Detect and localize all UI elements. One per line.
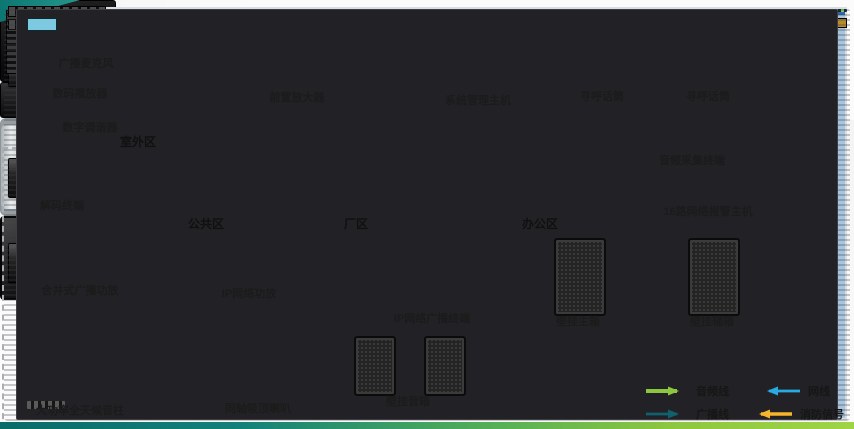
paging-mic-1-label: 寻呼话筒: [580, 91, 624, 103]
legend-item-audio: 音频线: [644, 383, 729, 399]
legend-item-broadcast: 广播线: [644, 406, 729, 422]
zone-factory-label: 厂区: [344, 217, 369, 231]
network-line-arrow-icon: [767, 386, 800, 396]
alarm-host-label: 16路网络报警主机: [663, 206, 753, 218]
wall-speaker-device: [354, 336, 396, 396]
bottom-accent-bar: [0, 422, 854, 429]
broadcast-line-arrow-icon: [646, 409, 679, 419]
system-host-label: 系统管理主机: [445, 95, 511, 107]
decoder-label: 解码终端: [40, 200, 84, 212]
wall-main-speaker-device: [554, 238, 606, 316]
legend-network-label: 网线: [808, 386, 830, 398]
preamplifier-label: 前置放大器: [269, 92, 325, 104]
ip-amp-label: IP网络功放: [221, 288, 277, 300]
wall-aux-speaker-device: [688, 238, 740, 316]
zone-public-label: 公共区: [188, 217, 225, 231]
device-display: [27, 18, 57, 31]
legend-item-fire: 消防信号: [748, 406, 844, 422]
digital-tuner-label: 数字调谐器: [62, 122, 118, 134]
audio-capture-label: 音频采集终端: [659, 155, 725, 167]
zone-office-label: 办公区: [522, 217, 559, 231]
wall-speakers-label: 壁挂音箱: [386, 396, 430, 408]
wall-aux-label: 壁挂辅箱: [690, 316, 734, 328]
legend-broadcast-label: 广播线: [696, 409, 729, 421]
fire-signal-arrow-icon: [759, 409, 792, 419]
ceiling-speaker-label: 同轴吸顶喇叭: [225, 403, 291, 415]
legend-fire-label: 消防信号: [800, 409, 844, 421]
mixed-amp-label: 合并式广播功放: [41, 285, 119, 297]
broadcast-mic-label: 广播麦克风: [58, 58, 114, 70]
audio-line-arrow-icon: [646, 386, 679, 396]
ip-terminal-label: IP网络广播终端: [393, 313, 471, 325]
digital-player-label: 数码播放器: [52, 88, 108, 100]
paging-mic-2-label: 寻呼话筒: [686, 91, 730, 103]
legend-audio-label: 音频线: [696, 386, 729, 398]
zone-outdoor-label: 室外区: [120, 135, 157, 149]
wall-speaker-device: [424, 336, 466, 396]
device-buttons: [27, 401, 65, 409]
column-speaker-label: 大功率全天候音柱: [36, 405, 124, 417]
legend-item-network: 网线: [756, 383, 830, 399]
wall-main-label: 壁挂主箱: [556, 316, 600, 328]
